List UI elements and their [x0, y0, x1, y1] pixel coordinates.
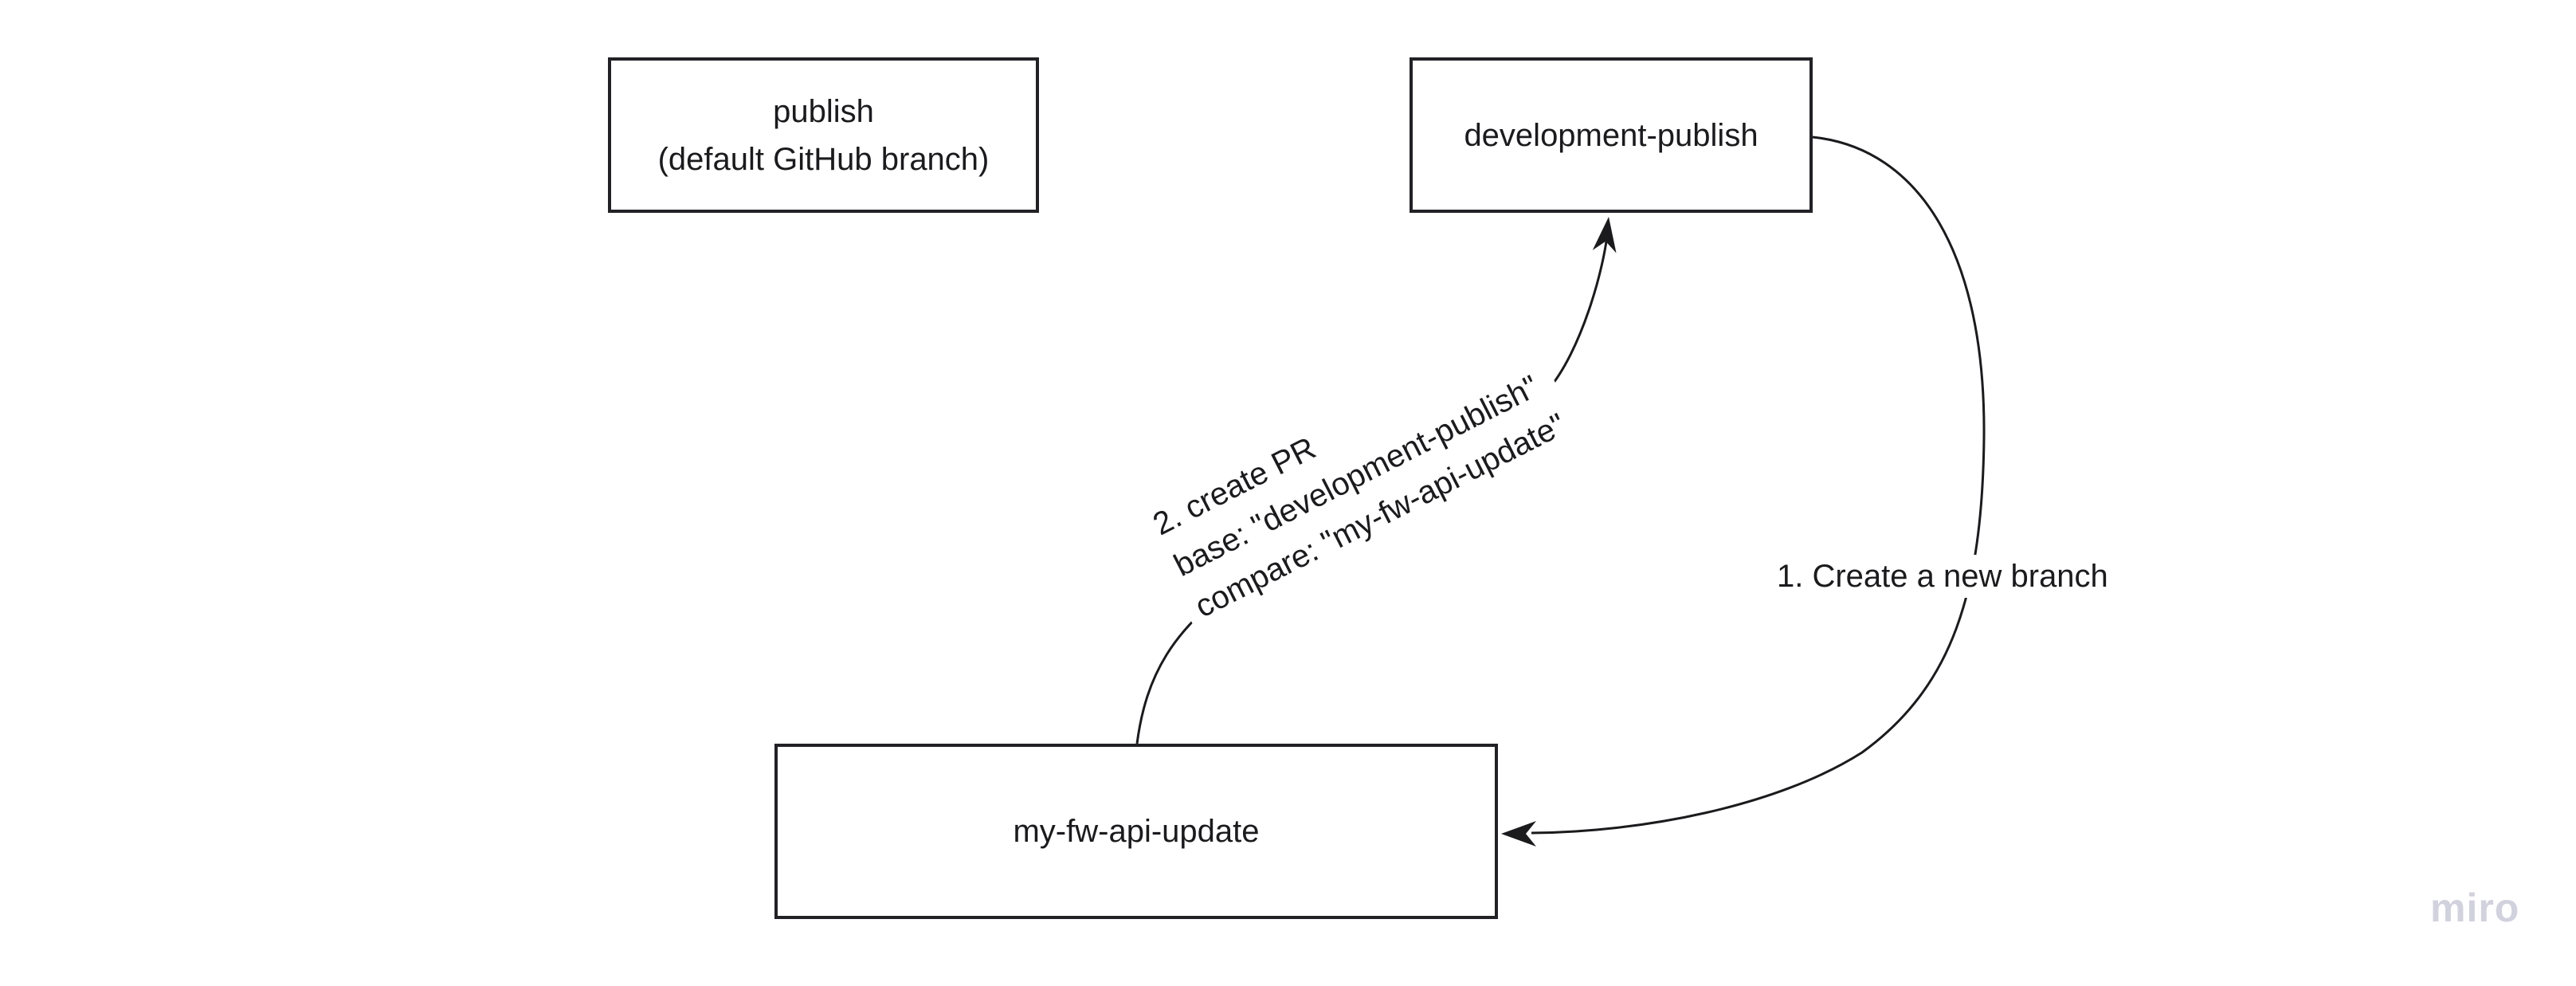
connector-create-branch-label[interactable]: 1. Create a new branch: [1770, 555, 2115, 598]
connector-create-pr-arrowhead-icon: [1592, 217, 1617, 253]
connector-create-branch-arrowhead-icon: [1501, 821, 1536, 847]
shape-development-publish-label: development-publish: [1464, 117, 1759, 153]
connector-create-branch[interactable]: [1501, 136, 1986, 847]
connector-create-branch-line[interactable]: [1531, 136, 1986, 835]
shape-development-publish[interactable]: development-publish: [1410, 57, 1813, 213]
shape-publish-label-line1: publish: [773, 93, 874, 129]
shape-publish-label-line2: (default GitHub branch): [657, 141, 990, 177]
shape-publish[interactable]: publish (default GitHub branch): [608, 57, 1039, 213]
miro-logo[interactable]: miro: [2430, 886, 2520, 930]
shape-my-fw-api-update-label: my-fw-api-update: [1013, 814, 1260, 849]
shape-publish-label: publish (default GitHub branch): [658, 88, 990, 183]
shape-my-fw-api-update[interactable]: my-fw-api-update: [774, 744, 1498, 919]
